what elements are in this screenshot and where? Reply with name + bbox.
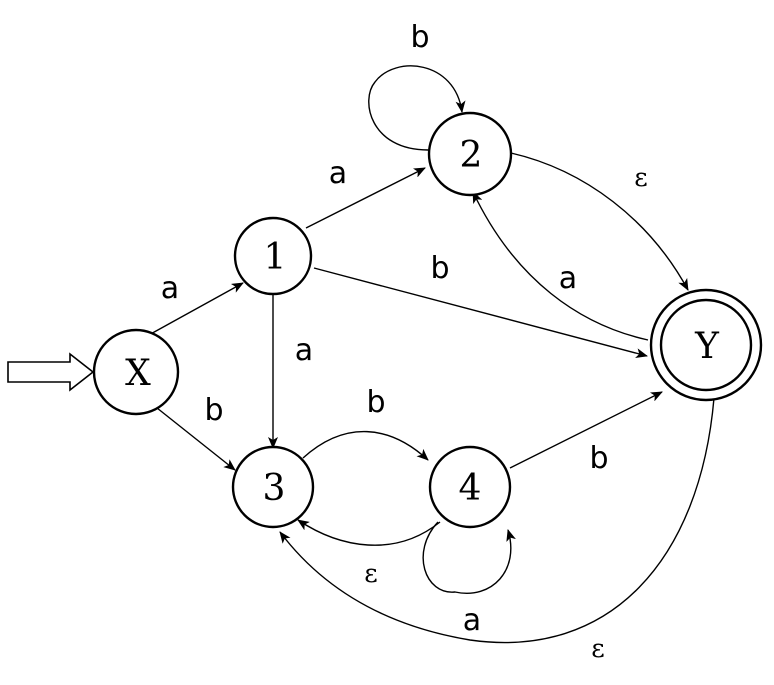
edge-x-to-3 [151, 403, 236, 471]
edge-4-to-y [509, 391, 663, 469]
label-y-to-3: ε [591, 634, 604, 664]
state-y-outer [649, 288, 763, 402]
label-4-to-y: b [589, 441, 608, 476]
label-x-to-1: a [161, 271, 179, 306]
edge-3-to-4 [302, 430, 429, 461]
state-4-label: 4 [459, 468, 482, 509]
label-4-to-3: ε [364, 559, 377, 589]
state-3-label: 3 [263, 468, 286, 509]
state-y-inner [659, 298, 753, 392]
label-1-to-2: a [329, 156, 347, 191]
edge-y-to-2 [472, 191, 649, 341]
state-2-label: 2 [460, 135, 483, 176]
edge-2-to-y [510, 152, 689, 291]
edge-2-loop [368, 65, 466, 151]
label-2-loop: b [410, 20, 429, 55]
label-1-to-3: a [295, 333, 313, 368]
state-2 [427, 111, 513, 197]
label-x-to-3: b [204, 393, 223, 428]
state-3 [231, 445, 315, 529]
state-1 [233, 216, 313, 296]
edge-x-to-1 [146, 282, 244, 337]
edge-1-to-2 [305, 167, 426, 229]
label-1-to-y: b [430, 251, 449, 286]
state-x-label: X [125, 353, 151, 394]
edge-1-to-y [313, 267, 648, 359]
edge-4-to-3 [297, 519, 441, 546]
edge-4-loop [422, 521, 516, 594]
label-4-loop: a [463, 603, 481, 638]
state-y-label: Y [694, 326, 720, 367]
label-y-to-2: a [559, 261, 577, 296]
state-x [92, 328, 180, 416]
start-arrow [7, 352, 95, 392]
label-3-to-4: b [366, 385, 385, 420]
edge-y-to-3 [279, 397, 715, 644]
label-2-to-y: ε [634, 163, 647, 193]
state-4 [428, 445, 512, 529]
state-1-label: 1 [264, 237, 287, 278]
